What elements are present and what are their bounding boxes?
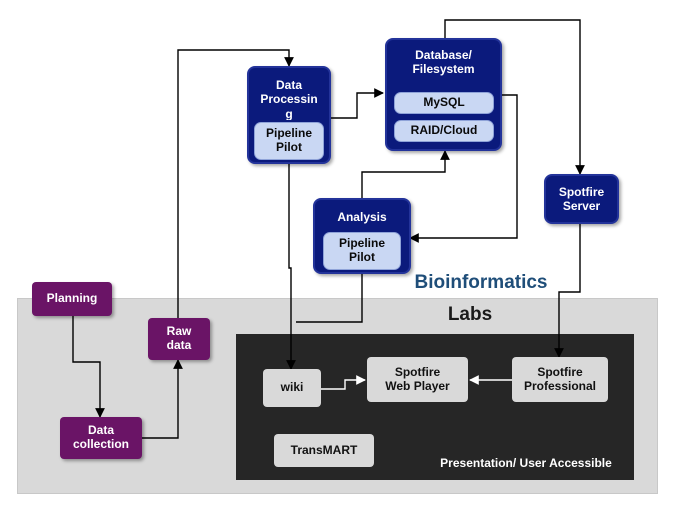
data-processing-node: Data Processin g Pipeline Pilot: [247, 66, 331, 164]
analysis-node: Analysis Pipeline Pilot: [313, 198, 411, 274]
data-collection-label-line2: collection: [72, 437, 129, 451]
transmart-node: TransMART: [274, 434, 374, 467]
data-processing-label-line2: Processin: [260, 92, 318, 107]
database-node: Database/ Filesystem MySQL RAID/Cloud: [385, 38, 502, 151]
data-processing-to-database-arrow: [331, 88, 384, 119]
wiki-label: wiki: [280, 380, 304, 395]
wiki-node: wiki: [263, 369, 321, 407]
spotfire-web-player-node: Spotfire Web Player: [367, 357, 468, 402]
spotfire-professional-node: Spotfire Professional: [512, 357, 608, 402]
analysis-tool-line1: Pipeline: [338, 236, 385, 251]
data-processing-label-line3: g: [285, 106, 293, 120]
raw-data-label-line2: data: [166, 338, 192, 352]
bioinformatics-label: Bioinformatics: [414, 272, 548, 293]
web-player-label-line2: Web Player: [385, 378, 450, 393]
transmart-label: TransMART: [290, 442, 358, 457]
professional-label-line1: Spotfire: [537, 364, 583, 379]
data-processing-tool-line2: Pilot: [276, 140, 302, 154]
data-collection-label-line1: Data: [87, 423, 114, 438]
spotfire-server-label-line2: Server: [562, 199, 601, 213]
presentation-label: Presentation/ User Accessible: [440, 456, 612, 470]
data-processing-tool-line1: Pipeline: [265, 126, 312, 141]
mysql-store: MySQL: [394, 92, 494, 114]
analysis-label: Analysis: [337, 210, 387, 224]
raid-cloud-label: RAID/Cloud: [410, 123, 478, 138]
data-processing-tool: Pipeline Pilot: [254, 122, 324, 160]
spotfire-server-label-line1: Spotfire: [558, 184, 605, 199]
database-label-line2: Filesystem: [412, 62, 475, 77]
data-collection-node: Data collection: [60, 417, 142, 459]
labs-label: Labs: [447, 304, 493, 325]
analysis-tool: Pipeline Pilot: [323, 232, 401, 270]
raw-data-label-line1: Raw: [166, 324, 192, 339]
raid-cloud-store: RAID/Cloud: [394, 120, 494, 142]
professional-label-line2: Professional: [523, 378, 597, 393]
mysql-label: MySQL: [423, 95, 465, 110]
web-player-label-line1: Spotfire: [394, 364, 441, 379]
planning-node: Planning: [32, 282, 112, 316]
analysis-tool-line2: Pilot: [349, 250, 375, 264]
database-label-line1: Database/: [415, 48, 472, 62]
spotfire-server-node: Spotfire Server: [544, 174, 619, 224]
analysis-to-database-arrow: [361, 150, 450, 198]
planning-label: Planning: [46, 291, 98, 306]
raw-data-node: Raw data: [148, 318, 210, 360]
data-processing-label-line1: Data: [275, 78, 302, 92]
